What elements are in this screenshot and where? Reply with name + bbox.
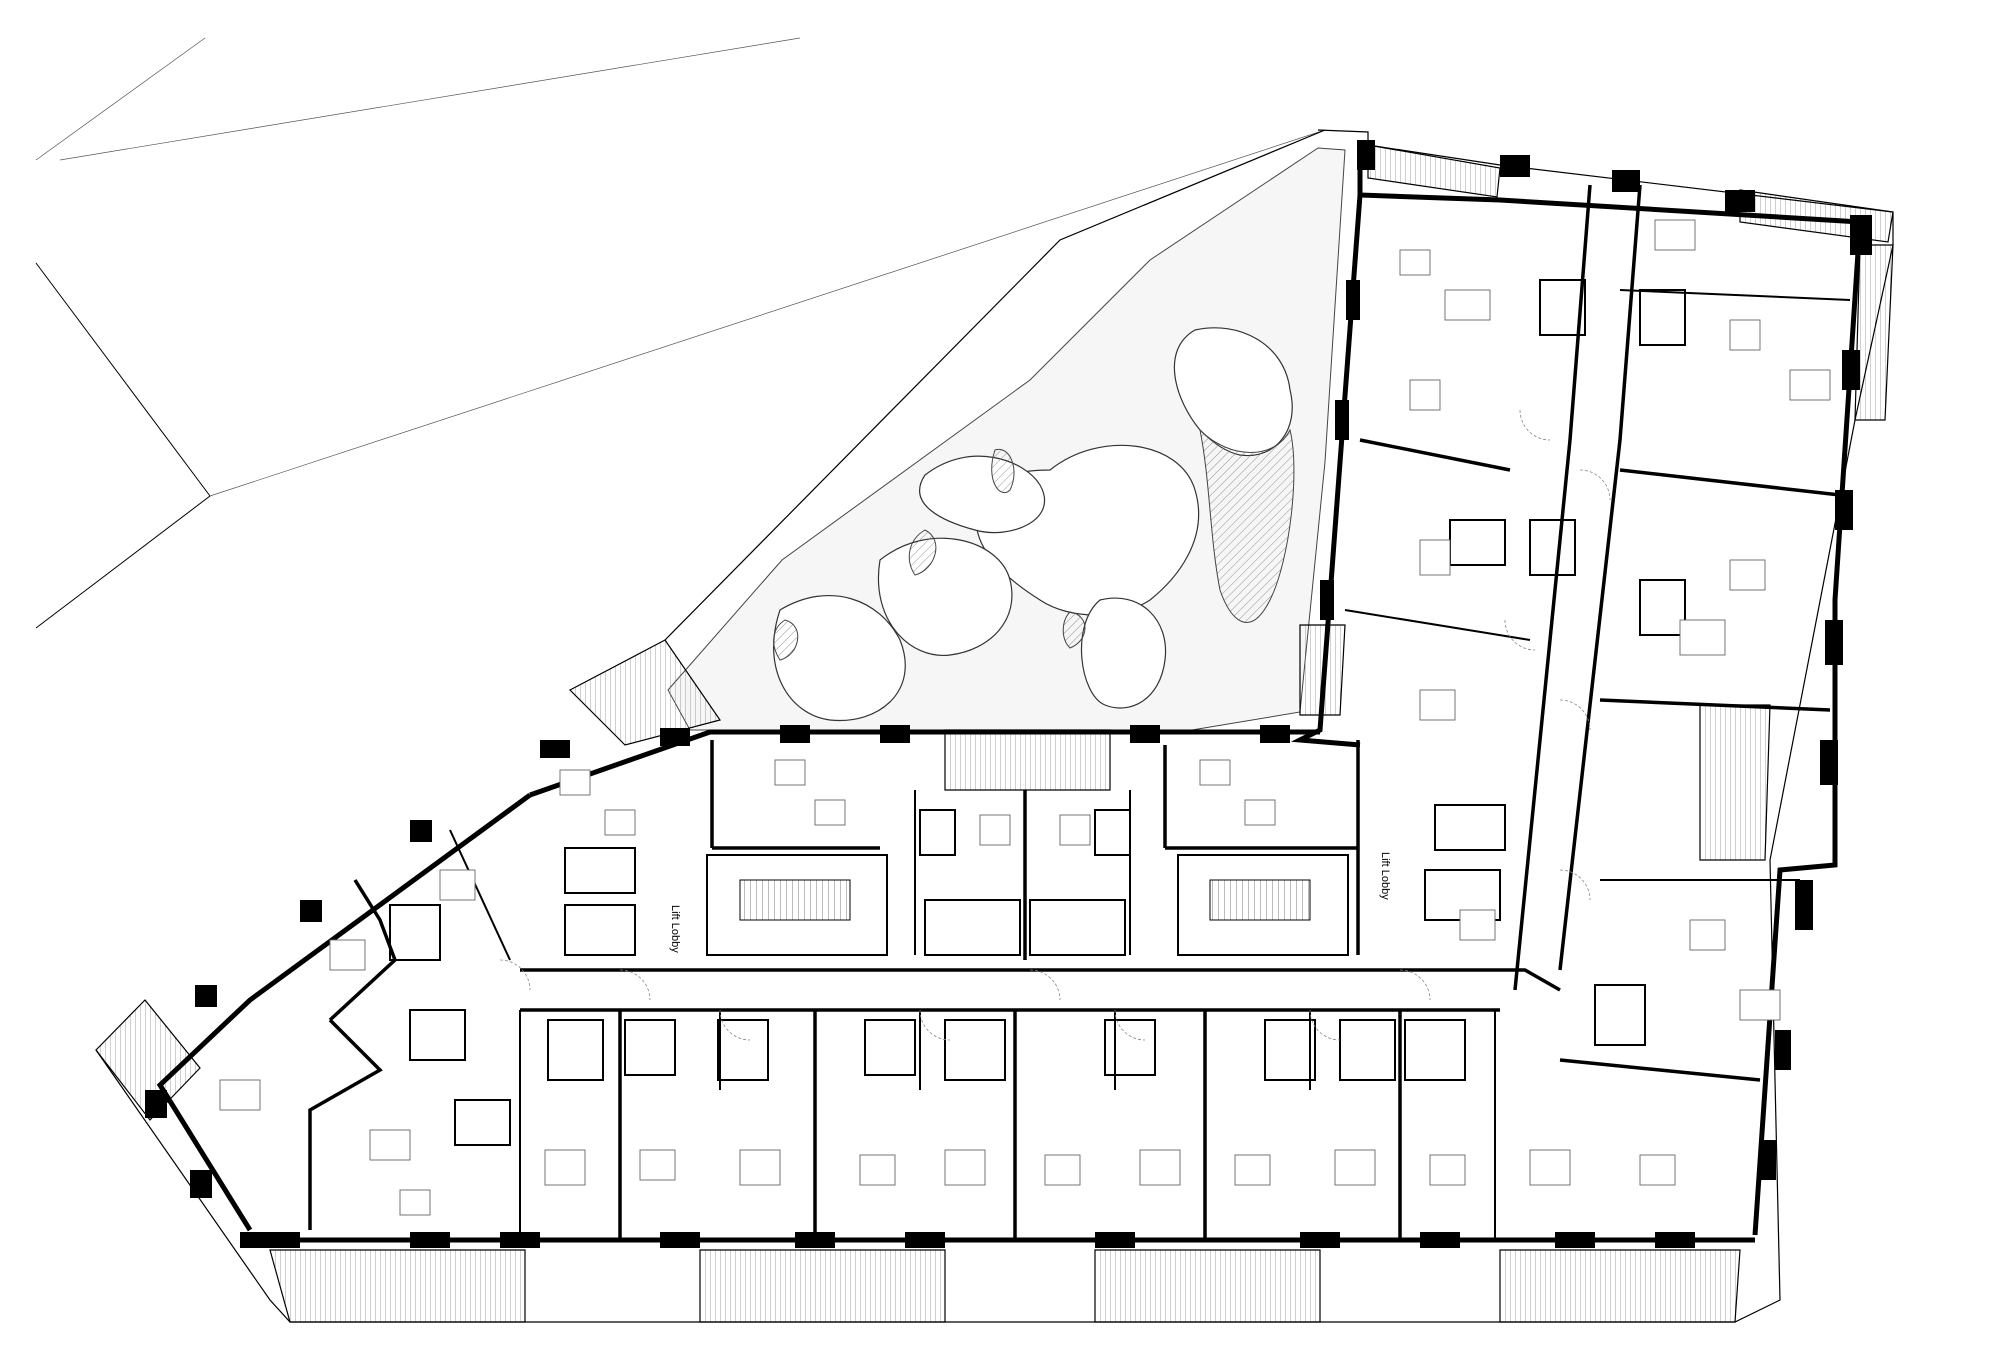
balcony-sw bbox=[95, 999, 201, 1121]
site-context bbox=[35, 37, 1326, 629]
unit-partitions-east bbox=[1344, 279, 1851, 1082]
balcony-east-2 bbox=[1699, 704, 1771, 861]
balcony-south-4 bbox=[1499, 1249, 1741, 1323]
furniture bbox=[219, 219, 1831, 1216]
lift-lobby-label-east: Lift Lobby bbox=[1379, 852, 1391, 900]
stair-cores bbox=[564, 804, 1506, 956]
corridor-walls bbox=[520, 184, 1642, 1012]
unit-partitions-west bbox=[308, 829, 511, 1230]
balcony-north-central bbox=[944, 729, 1111, 791]
balcony-nw-diagonal bbox=[568, 639, 721, 746]
lift-lobby-label-west: Lift Lobby bbox=[669, 905, 681, 953]
balcony-south-3 bbox=[1094, 1249, 1321, 1323]
unit-partitions-south bbox=[519, 1010, 1496, 1240]
balcony-north-1 bbox=[1367, 144, 1501, 198]
unit-partitions-north bbox=[710, 740, 1360, 960]
balcony-south-2 bbox=[699, 1249, 946, 1323]
balcony-south-1 bbox=[269, 1249, 526, 1323]
wall-piers bbox=[145, 140, 1872, 1248]
door-swings bbox=[499, 409, 1611, 1041]
courtyard-garden bbox=[667, 147, 1346, 731]
